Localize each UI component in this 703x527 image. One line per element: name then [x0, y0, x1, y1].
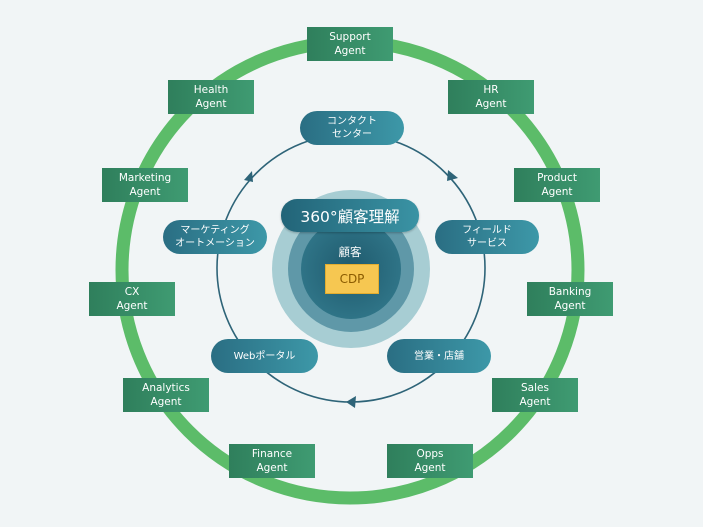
agent-name: HR	[483, 84, 499, 96]
agent-name: Finance	[251, 448, 293, 460]
channel-line1: 営業・店舗	[414, 350, 464, 362]
agent-banking[interactable]: Banking Agent	[527, 282, 613, 316]
agent-name: Product	[537, 172, 577, 184]
agent-name: Analytics	[142, 382, 190, 394]
agent-finance[interactable]: Finance Agent	[229, 444, 315, 478]
channel-sales-store[interactable]: 営業・店舗	[387, 339, 491, 373]
channel-line1: マーケティング	[180, 225, 250, 236]
agent-suffix: Agent	[414, 462, 446, 474]
agent-suffix: Agent	[475, 98, 507, 110]
agent-health[interactable]: Health Agent	[168, 80, 254, 114]
center-customer-label: 顧客	[338, 245, 362, 259]
agent-suffix: Agent	[150, 396, 182, 408]
agent-sales[interactable]: Sales Agent	[492, 378, 578, 412]
agent-suffix: Agent	[519, 396, 551, 408]
agent-hr[interactable]: HR Agent	[448, 80, 534, 114]
agent-name: Sales	[521, 382, 549, 394]
agent-suffix: Agent	[129, 186, 161, 198]
agent-name: Support	[329, 31, 371, 43]
arrowhead-top-right	[447, 170, 458, 181]
channel-line2: サービス	[467, 238, 507, 249]
channel-contact-center[interactable]: コンタクト センター	[300, 111, 404, 145]
agent-name: Opps	[416, 448, 444, 460]
cdp-badge: CDP	[325, 264, 379, 294]
channel-marketing-automation[interactable]: マーケティング オートメーション	[163, 220, 267, 254]
channel-line2: センター	[332, 129, 372, 140]
channel-line1: Webポータル	[233, 350, 296, 362]
channel-web-portal[interactable]: Webポータル	[211, 339, 318, 373]
arrowhead-top-left	[244, 171, 253, 182]
agent-suffix: Agent	[554, 300, 586, 312]
channel-line2: オートメーション	[175, 238, 255, 249]
agent-analytics[interactable]: Analytics Agent	[123, 378, 209, 412]
agent-suffix: Agent	[541, 186, 573, 198]
agent-marketing[interactable]: Marketing Agent	[102, 168, 188, 202]
agent-suffix: Agent	[116, 300, 148, 312]
agent-suffix: Agent	[334, 45, 366, 57]
agent-name: Banking	[548, 286, 592, 298]
agent-opps[interactable]: Opps Agent	[387, 444, 473, 478]
channel-field-service[interactable]: フィールド サービス	[435, 220, 539, 254]
agent-suffix: Agent	[195, 98, 227, 110]
agent-product[interactable]: Product Agent	[514, 168, 600, 202]
agent-name: Health	[193, 84, 229, 96]
channel-line1: フィールド	[462, 225, 512, 236]
agent-name: CX	[124, 286, 140, 298]
agent-name: Marketing	[118, 172, 172, 184]
agent-cx[interactable]: CX Agent	[89, 282, 175, 316]
agent-suffix: Agent	[256, 462, 288, 474]
arrowhead-bottom	[346, 396, 356, 408]
center-title: 360°顧客理解	[281, 199, 419, 232]
agent-support[interactable]: Support Agent	[307, 27, 393, 61]
channel-line1: コンタクト	[327, 116, 377, 127]
